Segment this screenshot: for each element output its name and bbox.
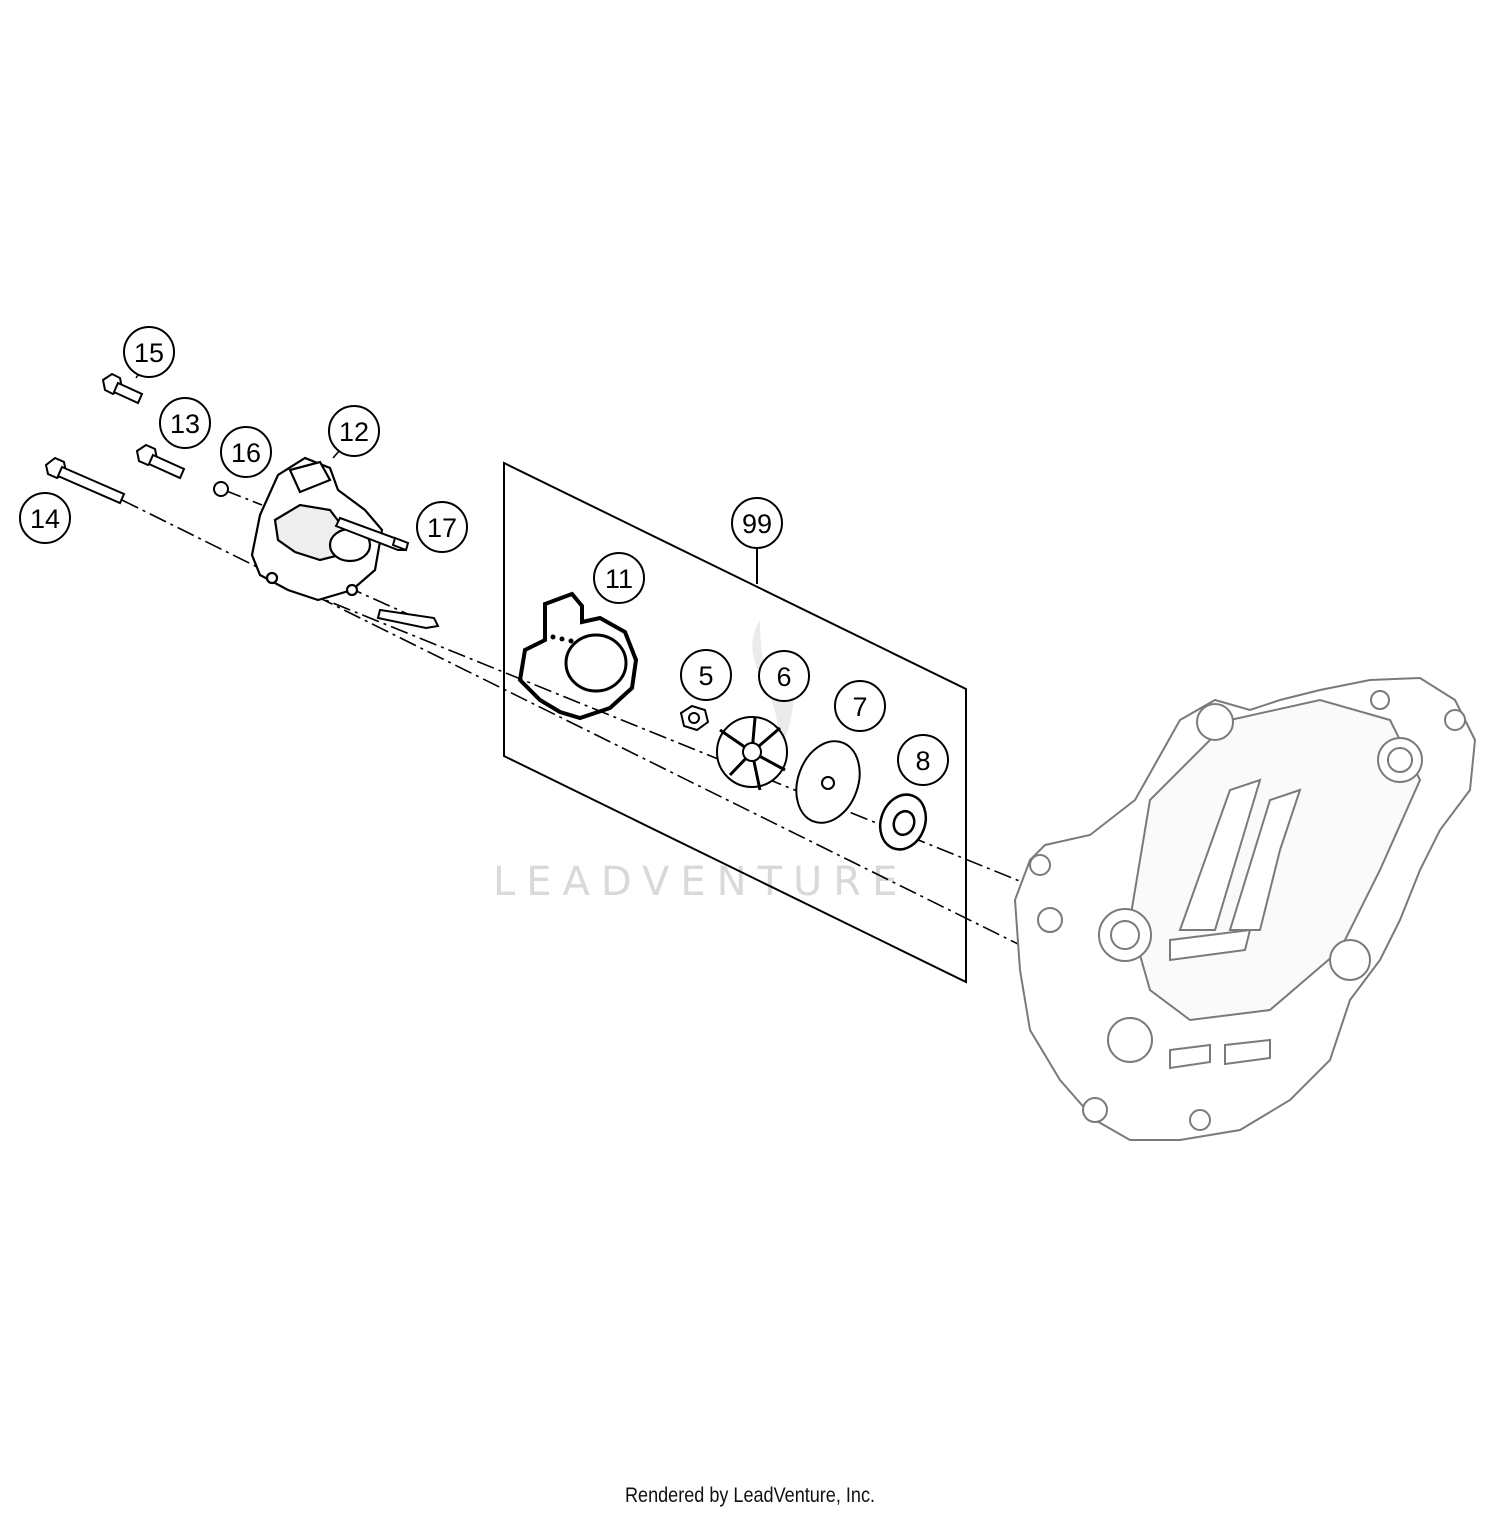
callout-99: 99: [731, 497, 783, 549]
watermark-text: LEADVENTURE: [493, 859, 908, 905]
part-16-washer: [213, 481, 229, 497]
callout-17: 17: [416, 501, 468, 553]
callout-15-label: 15: [134, 338, 164, 368]
part-15-bolt: [101, 372, 144, 405]
part-8-seal-ring: [878, 793, 928, 851]
part-13-bolt: [135, 443, 186, 480]
callout-14-label: 14: [30, 504, 60, 534]
callout-5-label: 5: [698, 661, 713, 691]
callout-6-label: 6: [776, 662, 791, 692]
callout-16: 16: [220, 426, 272, 478]
callout-16-label: 16: [231, 438, 261, 468]
part-12-water-pump-cover: [250, 456, 384, 602]
callout-12-label: 12: [339, 417, 369, 447]
part-6-impeller: [716, 716, 788, 791]
callout-7-label: 7: [852, 692, 867, 722]
part-14-long-bolt: [44, 456, 126, 505]
kit-99-bracket: [503, 461, 967, 984]
callout-8: 8: [897, 734, 949, 786]
callout-13: 13: [159, 397, 211, 449]
callout-15: 15: [123, 326, 175, 378]
callout-5: 5: [680, 649, 732, 701]
part-17-pins: [334, 516, 440, 630]
callout-6: 6: [758, 650, 810, 702]
callout-13-label: 13: [170, 409, 200, 439]
callout-7: 7: [834, 680, 886, 732]
callout-17-label: 17: [427, 513, 457, 543]
callout-12: 12: [328, 405, 380, 457]
part-7-seal-disc: [795, 740, 861, 824]
callouts: 15 13 16 12 14 17 99 11: [19, 326, 949, 786]
part-11-gasket: [517, 591, 639, 721]
callout-11: 11: [593, 552, 645, 604]
callout-14: 14: [19, 492, 71, 544]
engine-cover-housing: [1013, 676, 1477, 1141]
callout-8-label: 8: [915, 746, 930, 776]
part-5-nut: [679, 704, 710, 732]
callout-11-label: 11: [605, 564, 633, 594]
callout-99-label: 99: [742, 509, 772, 539]
footer-credit: Rendered by LeadVenture, Inc.: [624, 1484, 876, 1507]
